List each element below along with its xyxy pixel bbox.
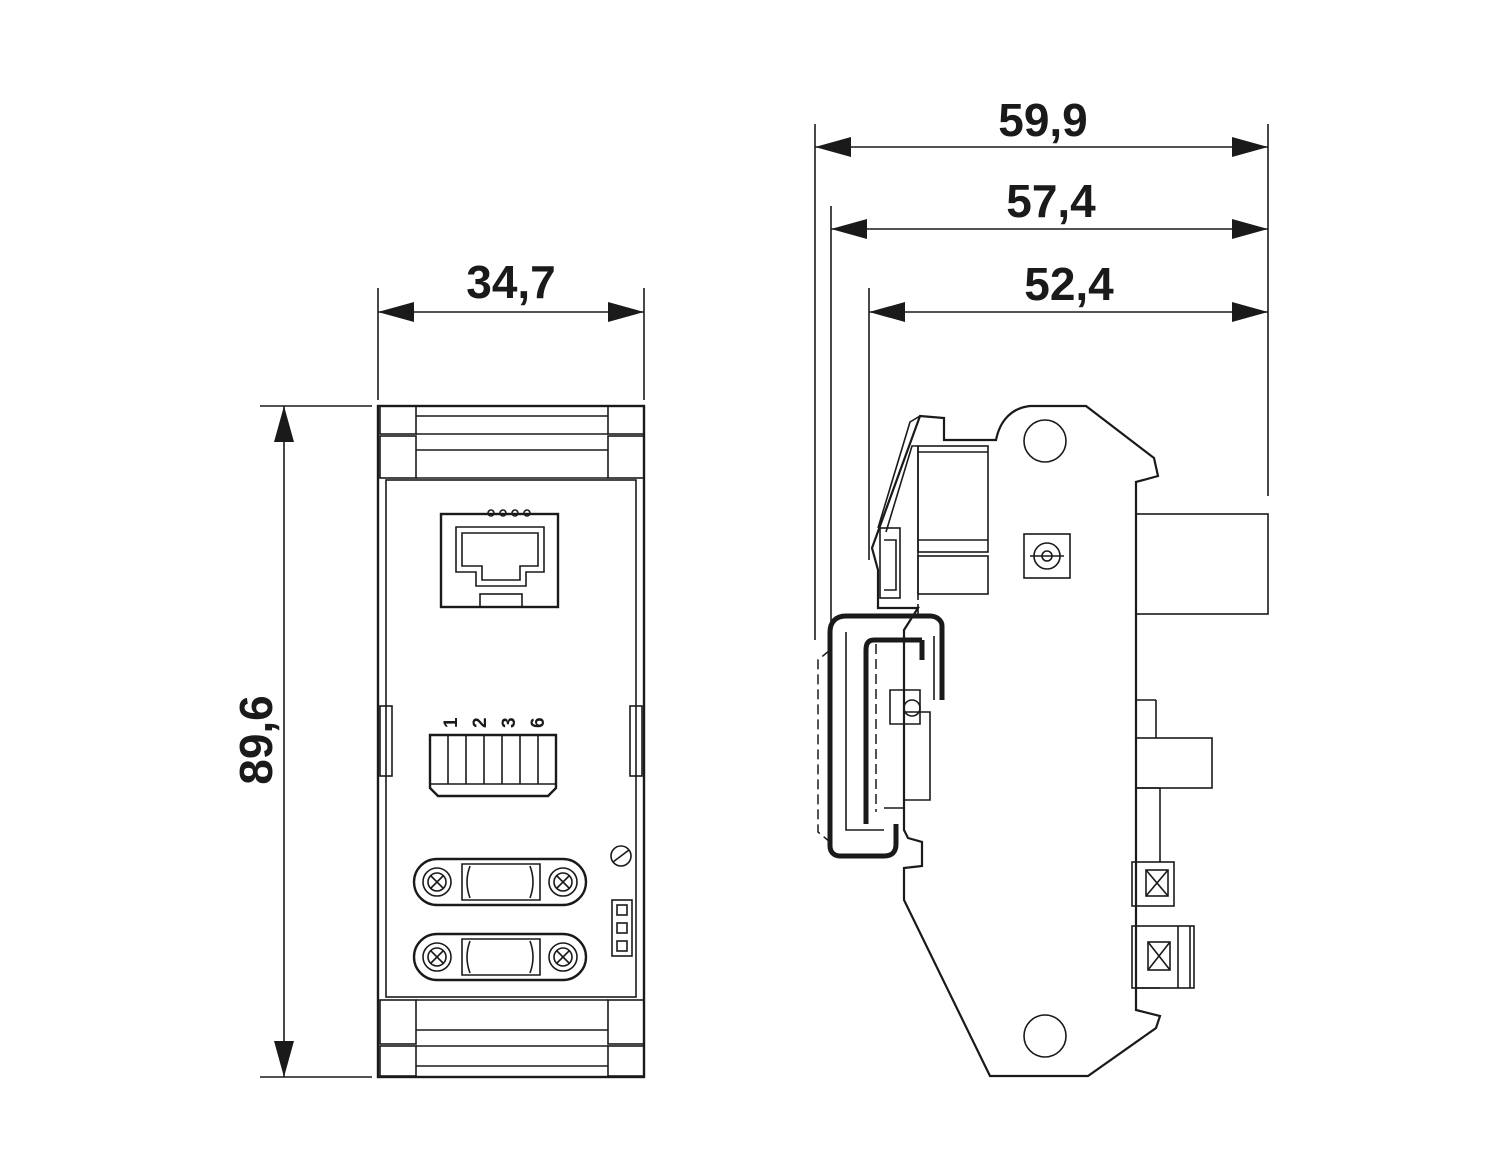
corner-clip-top-right xyxy=(607,405,645,479)
adjuster-icon xyxy=(1023,533,1071,579)
mounting-hole-top xyxy=(1023,419,1067,463)
dip-label-6: 6 xyxy=(528,717,549,728)
corner-clip-bottom-left xyxy=(379,999,417,1077)
rj-jack-side xyxy=(1135,482,1269,615)
terminal-block-lower xyxy=(412,932,588,982)
dimension-label-overall: 59,9 xyxy=(998,94,1088,146)
rj-jack xyxy=(439,509,560,609)
dimension-side-overall: 59,9 xyxy=(814,94,1269,640)
terminal-side-lower xyxy=(1131,925,1195,989)
front-panel xyxy=(385,479,637,998)
terminal-side-upper xyxy=(1131,861,1175,907)
dimension-label-width: 34,7 xyxy=(466,256,556,308)
terminal-block-upper xyxy=(412,857,588,907)
led-indicators xyxy=(611,899,633,957)
side-latch-left xyxy=(379,705,393,777)
mounting-hole-bottom xyxy=(1023,1014,1067,1058)
dip-switch: 1 2 3 6 xyxy=(428,717,558,798)
dimension-label-height: 89,6 xyxy=(230,695,282,785)
dimension-side-inner: 52,4 xyxy=(868,258,1268,560)
corner-clip-bottom-right xyxy=(607,999,645,1077)
dimension-label-inner: 52,4 xyxy=(1024,258,1114,310)
dimension-front-width: 34,7 xyxy=(377,256,645,400)
dip-label-3: 3 xyxy=(499,717,520,728)
side-latch-right xyxy=(629,705,643,777)
dimension-front-height: 89,6 xyxy=(230,405,372,1078)
dip-label-2: 2 xyxy=(470,717,491,728)
adjust-screw-icon xyxy=(610,845,632,867)
side-housing-outline xyxy=(870,404,1162,1078)
dip-switch-side xyxy=(1135,737,1213,789)
din-rail xyxy=(817,604,945,859)
dimension-label-mid: 57,4 xyxy=(1006,175,1096,227)
dimension-side-mid: 57,4 xyxy=(830,175,1268,628)
corner-clip-top-left xyxy=(379,405,417,479)
front-housing-outline xyxy=(376,404,646,1079)
side-insert-lower xyxy=(917,555,989,595)
side-view xyxy=(817,404,1269,1078)
side-insert-upper xyxy=(917,445,989,553)
dip-label-1: 1 xyxy=(441,717,462,728)
front-view: 1 2 3 6 xyxy=(376,404,646,1079)
